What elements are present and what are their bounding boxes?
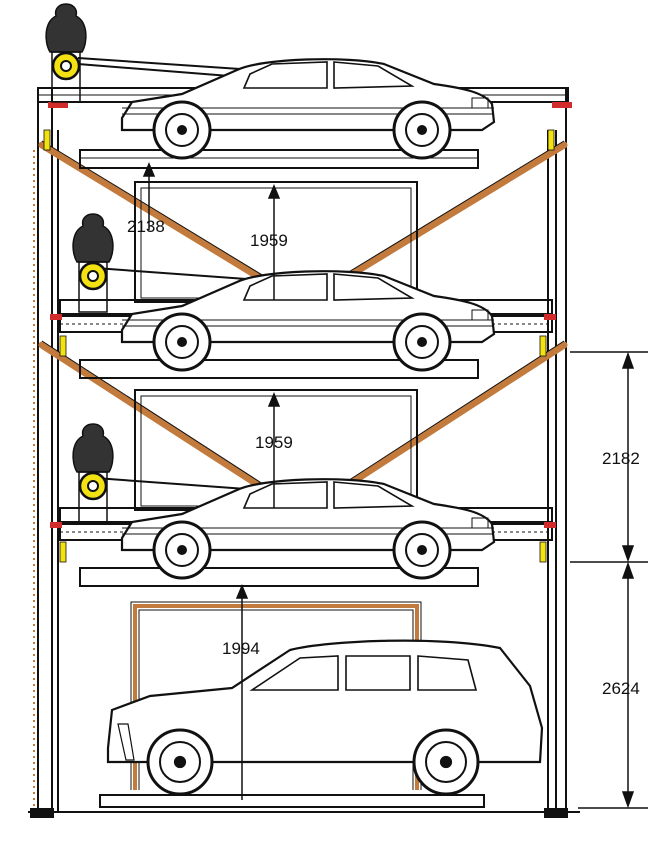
sedan-car-icon	[120, 57, 496, 160]
dim-label-2182: 2182	[602, 449, 640, 468]
dimension-lines	[142, 162, 281, 800]
motor-icon	[71, 212, 115, 314]
frame-columns	[33, 88, 567, 812]
sedan-car-icon	[120, 477, 496, 580]
dim-label-1959-mid: 1959	[255, 433, 293, 452]
dim-label-1994: 1994	[222, 639, 260, 658]
frame-feet	[30, 808, 568, 818]
dim-label-2624: 2624	[602, 679, 640, 698]
yellow-posts	[43, 129, 555, 563]
sedan-car-icon	[120, 269, 496, 372]
right-dimensions	[570, 351, 648, 809]
suv-car-icon	[106, 639, 544, 796]
platform-accents	[50, 314, 556, 528]
dim-label-1959-top: 1959	[250, 231, 288, 250]
dim-label-2138: 2138	[127, 217, 165, 236]
